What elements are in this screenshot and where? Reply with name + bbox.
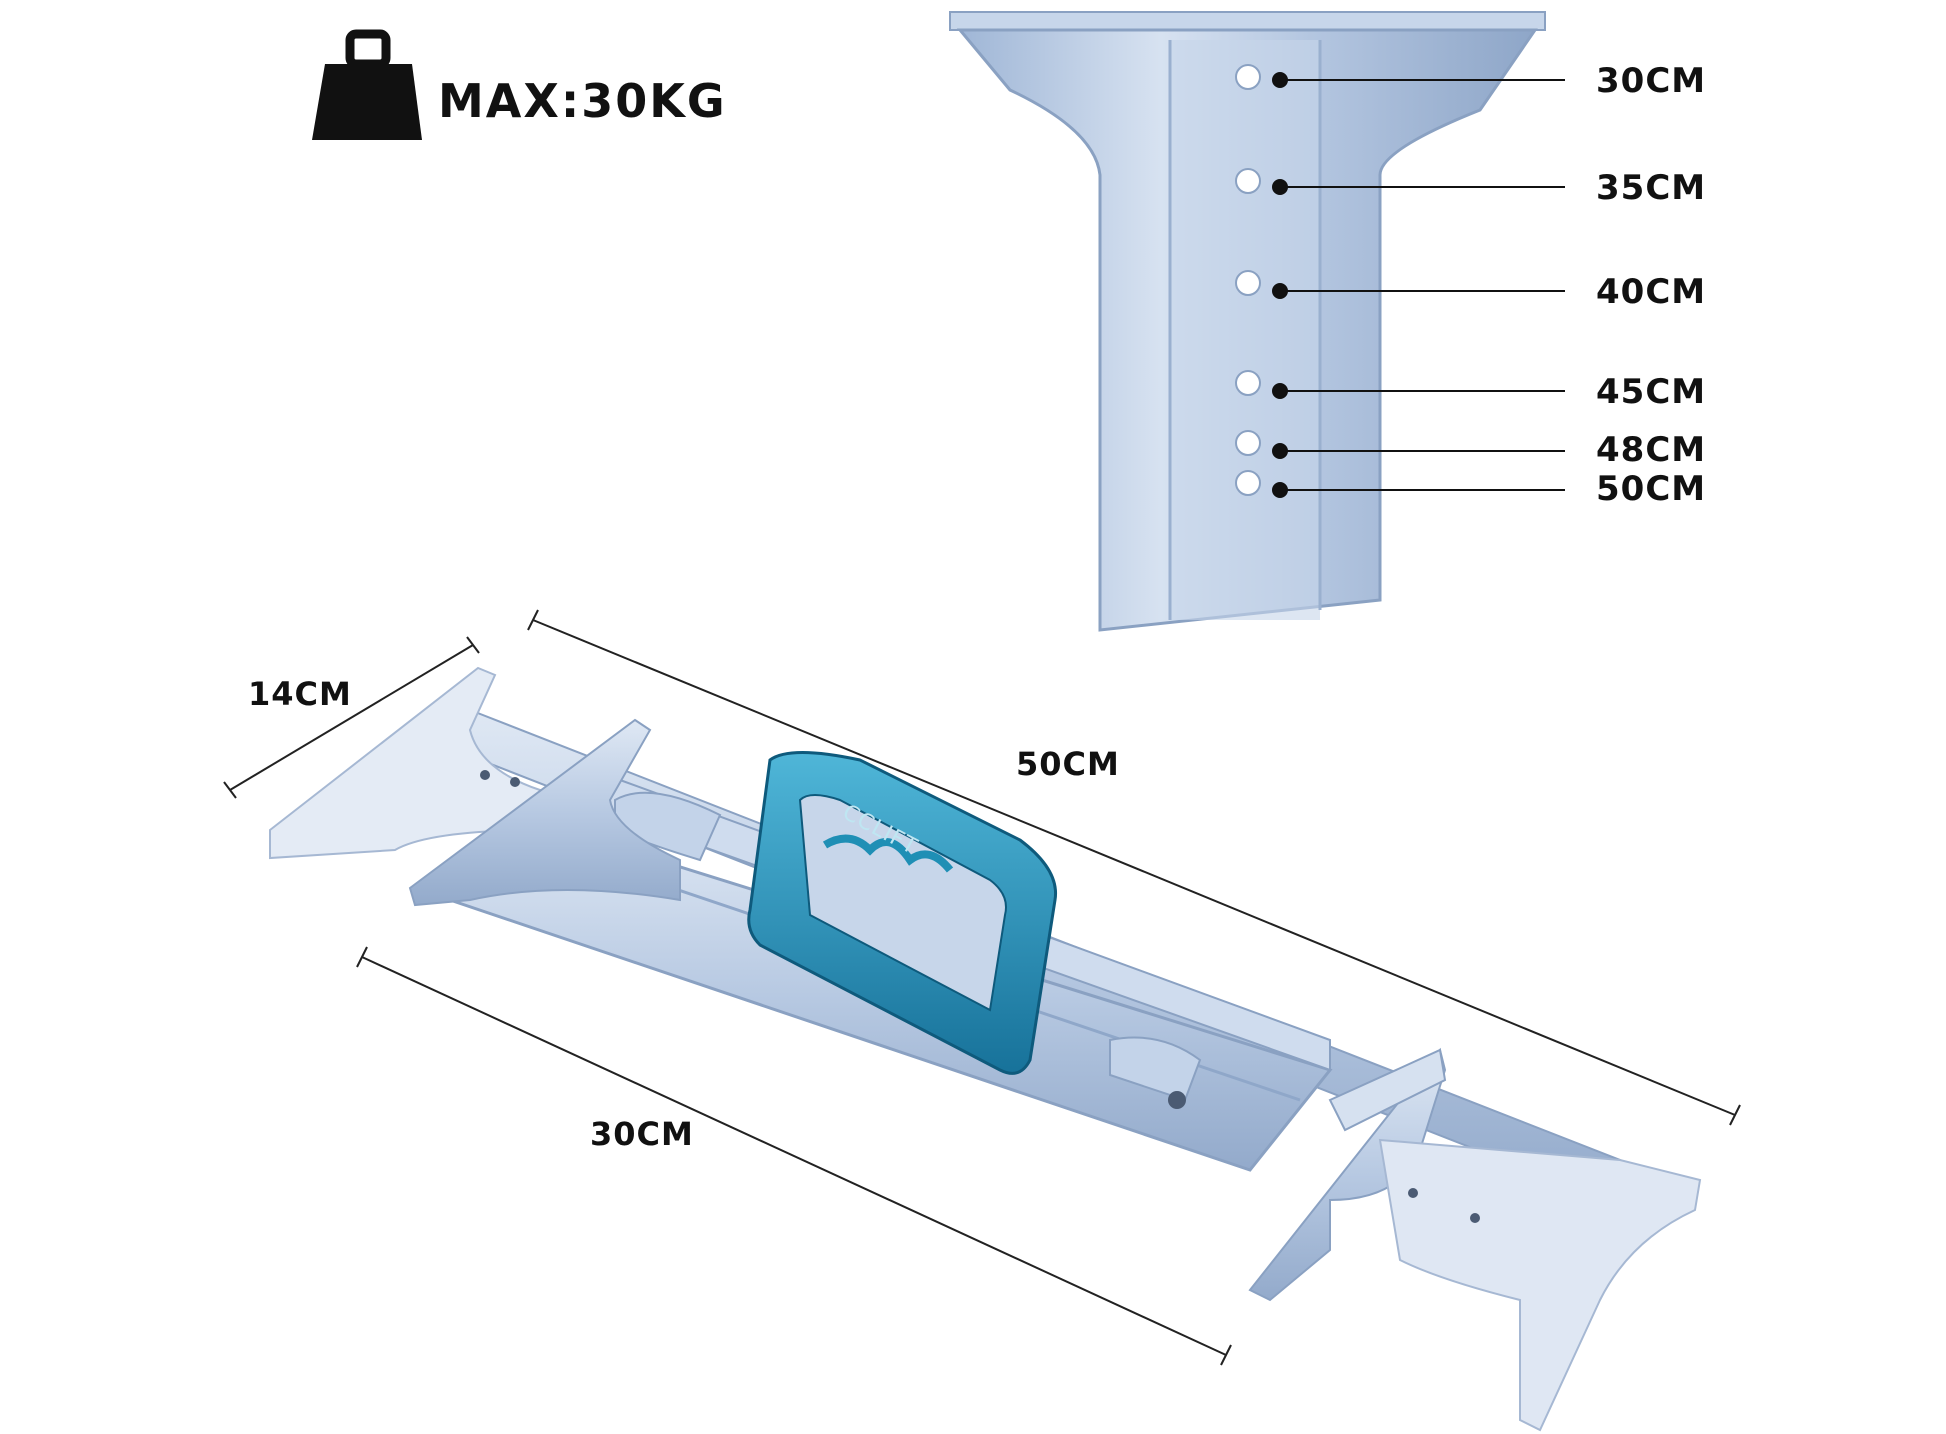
hole-label-40: 40CM xyxy=(1596,272,1707,312)
left-t-bracket xyxy=(408,718,681,907)
right-end-bracket xyxy=(1378,1138,1702,1432)
vertical-bracket xyxy=(949,11,1546,632)
length-dimension-label: 50CM xyxy=(1016,745,1120,783)
max-load-label: MAX:30KG xyxy=(438,74,727,128)
hole-label-30: 30CM xyxy=(1596,61,1707,101)
carry-handle-icon xyxy=(747,751,1058,1075)
base-dimension-label: 30CM xyxy=(590,1115,694,1153)
dimension-lines xyxy=(223,609,1741,1366)
weight-icon xyxy=(312,29,422,140)
width-dimension-label: 14CM xyxy=(248,675,352,713)
hole-leaders xyxy=(1272,72,1565,498)
hole-label-50: 50CM xyxy=(1596,469,1707,509)
hole-label-35: 35CM xyxy=(1596,168,1707,208)
hole-label-45: 45CM xyxy=(1596,372,1707,412)
hole-label-48: 48CM xyxy=(1596,430,1707,470)
